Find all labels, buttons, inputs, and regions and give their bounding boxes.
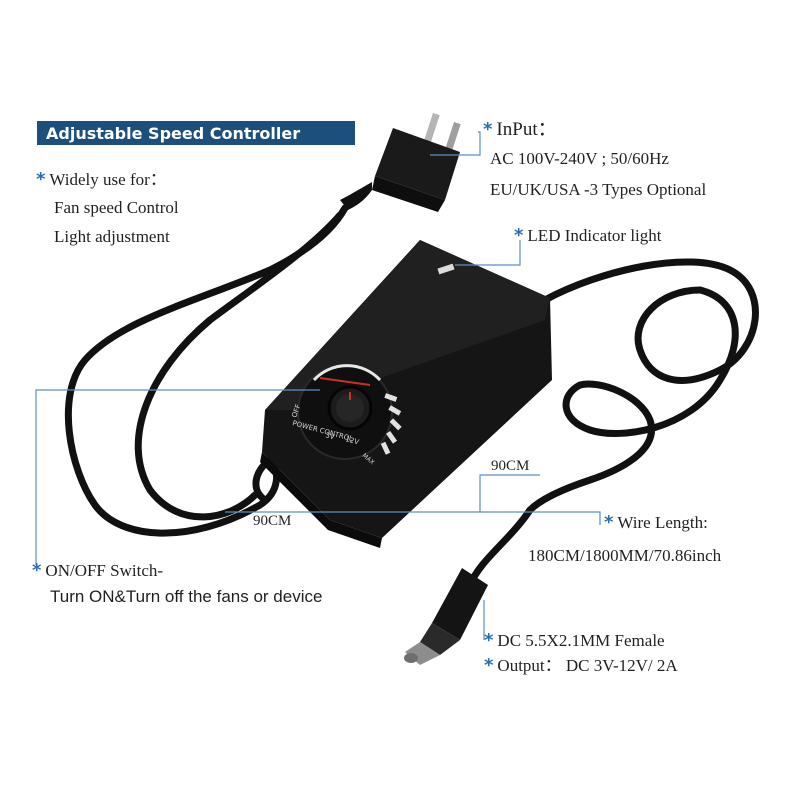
output-label: *Output： DC 3V-12V/ 2A	[484, 655, 678, 676]
usage-heading: *Widely use for：	[36, 169, 167, 190]
input-plug-types: EU/UK/USA -3 Types Optional	[490, 180, 707, 199]
star-icon: *	[36, 169, 46, 190]
page-title: Adjustable Speed Controller	[46, 124, 301, 143]
input-voltage: AC 100V-240V ; 50/60Hz	[490, 149, 669, 168]
leader-lines	[35, 131, 601, 640]
led-indicator	[437, 263, 455, 275]
wire-length-value: 180CM/1800MM/70.86inch	[528, 546, 722, 565]
star-icon: *	[484, 655, 494, 676]
star-icon: *	[484, 630, 494, 651]
dial-max-voltage-label: 12V	[344, 435, 360, 446]
star-icon: *	[32, 560, 42, 581]
wire-length-heading: *Wire Length:	[604, 512, 708, 533]
input-heading: *InPut：	[483, 119, 557, 140]
dc-connector-label: *DC 5.5X2.1MM Female	[484, 630, 665, 651]
star-icon: *	[604, 512, 614, 533]
led-label: *LED Indicator light	[514, 225, 662, 246]
usage-line-fan: Fan speed Control	[54, 198, 179, 217]
us-plug	[340, 113, 461, 212]
dial-min-label: 3V	[324, 431, 335, 441]
speed-dial: OFF 3V 12V POWER CONTROL MAX	[290, 364, 402, 466]
usage-line-light: Light adjustment	[54, 227, 170, 246]
switch-description: Turn ON&Turn off the fans or device	[50, 587, 323, 606]
title-banner	[37, 121, 355, 145]
star-icon: *	[483, 119, 493, 140]
dc-barrel-plug	[404, 568, 488, 665]
input-cable-length: 90CM	[253, 513, 292, 529]
switch-heading: *ON/OFF Switch-	[32, 560, 164, 581]
star-icon: *	[514, 225, 524, 246]
output-cable-length: 90CM	[491, 458, 530, 474]
